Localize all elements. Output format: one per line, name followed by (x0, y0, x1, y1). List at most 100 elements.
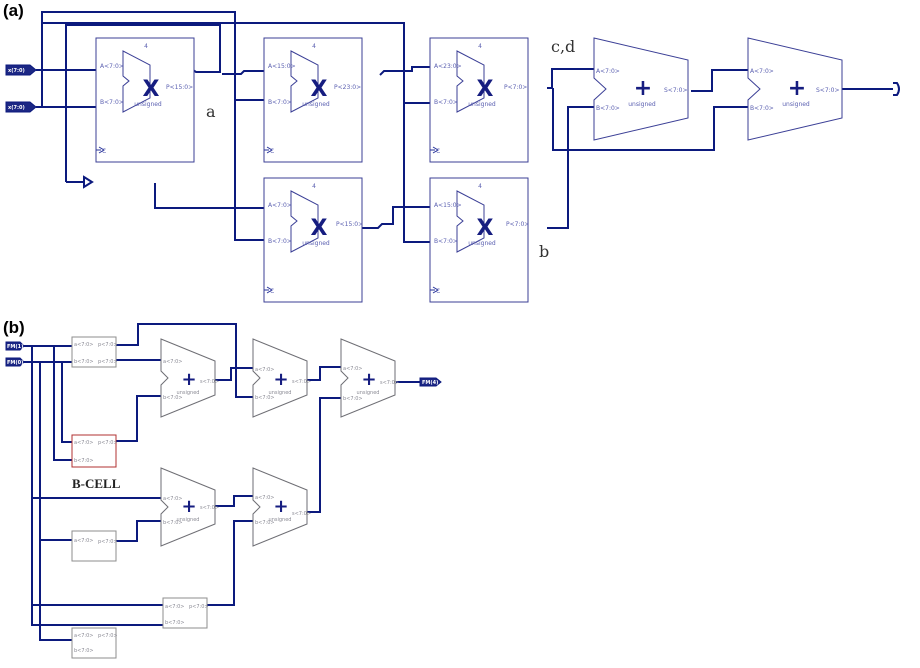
adder-block-b2: a<7:0> b<7:0> s<7:0> + unsigned (252, 338, 311, 418)
svg-text:a<7:0>: a<7:0> (255, 495, 275, 501)
svg-text:unsigned: unsigned (468, 240, 496, 247)
annotation-cd: c,d (551, 37, 575, 56)
svg-text:unsigned: unsigned (782, 101, 810, 108)
svg-text:B<7:0>: B<7:0> (434, 238, 458, 245)
plus-symbol: + (181, 496, 196, 517)
output-terminal (893, 82, 900, 96)
svg-text:s<7:0>: s<7:0> (292, 511, 311, 517)
svg-text:s<7:0>: s<7:0> (292, 379, 311, 385)
svg-text:unsigned: unsigned (302, 101, 330, 108)
svg-text:B<7:0>: B<7:0> (596, 105, 620, 112)
adder-block-b1: a<7:0> b<7:0> s<7:0> + unsigned (160, 338, 219, 418)
svg-text:x(7:0): x(7:0) (8, 105, 25, 111)
svg-text:B<7:0>: B<7:0> (750, 105, 774, 112)
svg-text:A<7:0>: A<7:0> (268, 202, 292, 209)
svg-text:C: C (102, 148, 106, 155)
svg-text:4: 4 (478, 43, 482, 50)
svg-text:unsigned: unsigned (357, 390, 380, 396)
multiply-symbol: X (311, 77, 328, 102)
svg-text:s<7:0>: s<7:0> (200, 379, 219, 385)
svg-text:b<7:0>: b<7:0> (165, 620, 185, 626)
svg-text:P<15:0>: P<15:0> (336, 221, 363, 228)
b-cell-block: a<7:0> b<7:0> p<7:0> (71, 434, 118, 468)
svg-text:A<7:0>: A<7:0> (100, 63, 124, 70)
adder-block-b5: a<7:0> b<7:0> s<7:0> + unsigned (252, 467, 311, 547)
svg-text:b<7:0>: b<7:0> (74, 458, 94, 464)
multiplier-block-2: 4 A<15:0> B<7:0> P<23:0> C X unsigned (263, 37, 363, 163)
svg-text:b<7:0>: b<7:0> (343, 396, 363, 402)
svg-text:C: C (270, 148, 274, 155)
output-port-fm4: FM(4) (419, 377, 442, 387)
svg-text:s<7:0>: s<7:0> (200, 505, 219, 511)
svg-text:a<7:0>: a<7:0> (74, 440, 94, 446)
svg-text:S<7:0>: S<7:0> (816, 87, 840, 94)
adder-block-b4: a<7:0> b<7:0> s<7:0> + unsigned (160, 467, 219, 547)
svg-text:a<7:0>: a<7:0> (165, 604, 185, 610)
svg-text:a<7:0>: a<7:0> (74, 633, 94, 639)
svg-text:p<7:0>: p<7:0> (98, 440, 118, 446)
multiplier-block-3: 4 A<23:0> B<7:0> P<7:0> C X unsigned (429, 37, 529, 163)
plus-symbol: + (634, 76, 652, 101)
svg-text:b<7:0>: b<7:0> (74, 359, 94, 365)
panel-a-label: (a) (3, 1, 24, 20)
svg-text:b<7:0>: b<7:0> (255, 395, 275, 401)
svg-text:x(7:0): x(7:0) (8, 68, 25, 74)
adder-block-2: A<7:0> B<7:0> S<7:0> + unsigned (747, 37, 843, 141)
svg-text:unsigned: unsigned (269, 517, 292, 523)
svg-text:P<23:0>: P<23:0> (334, 84, 361, 91)
svg-text:4: 4 (478, 183, 482, 190)
b-cell-label: B-CELL (72, 476, 121, 491)
multiply-symbol: X (143, 77, 160, 102)
plus-symbol: + (788, 76, 806, 101)
svg-text:FM(1): FM(1) (7, 344, 23, 350)
annotation-b: b (539, 242, 549, 261)
adder-block-1: A<7:0> B<7:0> S<7:0> + unsigned (593, 37, 689, 141)
svg-text:A<23:0>: A<23:0> (434, 63, 462, 70)
svg-text:p<7:0>: p<7:0> (98, 633, 118, 639)
svg-text:B<7:0>: B<7:0> (268, 99, 292, 106)
plus-symbol: + (273, 496, 288, 517)
svg-text:p<7:0>: p<7:0> (98, 342, 118, 348)
svg-text:C: C (270, 288, 274, 295)
svg-text:B<7:0>: B<7:0> (100, 99, 124, 106)
multiply-symbol: X (477, 77, 494, 102)
svg-text:P<7:0>: P<7:0> (506, 221, 529, 228)
svg-text:unsigned: unsigned (628, 101, 656, 108)
wires-panel-a (36, 11, 893, 243)
multiplier-block-5: 4 A<15:0> B<7:0> P<7:0> C X unsigned (429, 177, 529, 303)
svg-text:unsigned: unsigned (468, 101, 496, 108)
svg-text:s<7:0>: s<7:0> (380, 380, 399, 386)
svg-text:FM(4): FM(4) (422, 380, 438, 386)
svg-text:a<7:0>: a<7:0> (163, 496, 183, 502)
svg-text:p<7:0>: p<7:0> (98, 539, 118, 545)
svg-text:A<15:0>: A<15:0> (268, 63, 296, 70)
multiply-symbol: X (311, 216, 328, 241)
svg-text:A<7:0>: A<7:0> (750, 68, 774, 75)
svg-text:a<7:0>: a<7:0> (255, 367, 275, 373)
svg-text:b<7:0>: b<7:0> (163, 520, 183, 526)
input-port-x-top: x(7:0) (5, 64, 37, 76)
cell-block-4: a<7:0> b<7:0> p<7:0> (162, 597, 209, 629)
svg-text:a<7:0>: a<7:0> (343, 366, 363, 372)
svg-text:C: C (436, 148, 440, 155)
svg-text:4: 4 (144, 43, 148, 50)
svg-text:b<7:0>: b<7:0> (255, 520, 275, 526)
cell-block-5: a<7:0> b<7:0> p<7:0> (71, 627, 118, 659)
input-port-x-bottom: x(7:0) (5, 101, 37, 113)
panel-b-label: (b) (3, 318, 25, 337)
annotation-a: a (206, 102, 216, 121)
svg-text:unsigned: unsigned (134, 101, 162, 108)
svg-text:C: C (436, 288, 440, 295)
adder-block-b3: a<7:0> b<7:0> s<7:0> + unsigned (340, 338, 399, 418)
svg-text:unsigned: unsigned (177, 517, 200, 523)
plus-symbol: + (273, 369, 288, 390)
plus-symbol: + (361, 369, 376, 390)
svg-text:p<7:0>: p<7:0> (98, 359, 118, 365)
svg-text:B<7:0>: B<7:0> (268, 238, 292, 245)
wires-panel-b (24, 323, 420, 641)
svg-text:unsigned: unsigned (269, 390, 292, 396)
svg-text:b<7:0>: b<7:0> (74, 648, 94, 654)
multiplier-block-1: 4 A<7:0> B<7:0> P<15:0> C X unsigned (95, 37, 195, 163)
svg-text:a<7:0>: a<7:0> (74, 538, 94, 544)
